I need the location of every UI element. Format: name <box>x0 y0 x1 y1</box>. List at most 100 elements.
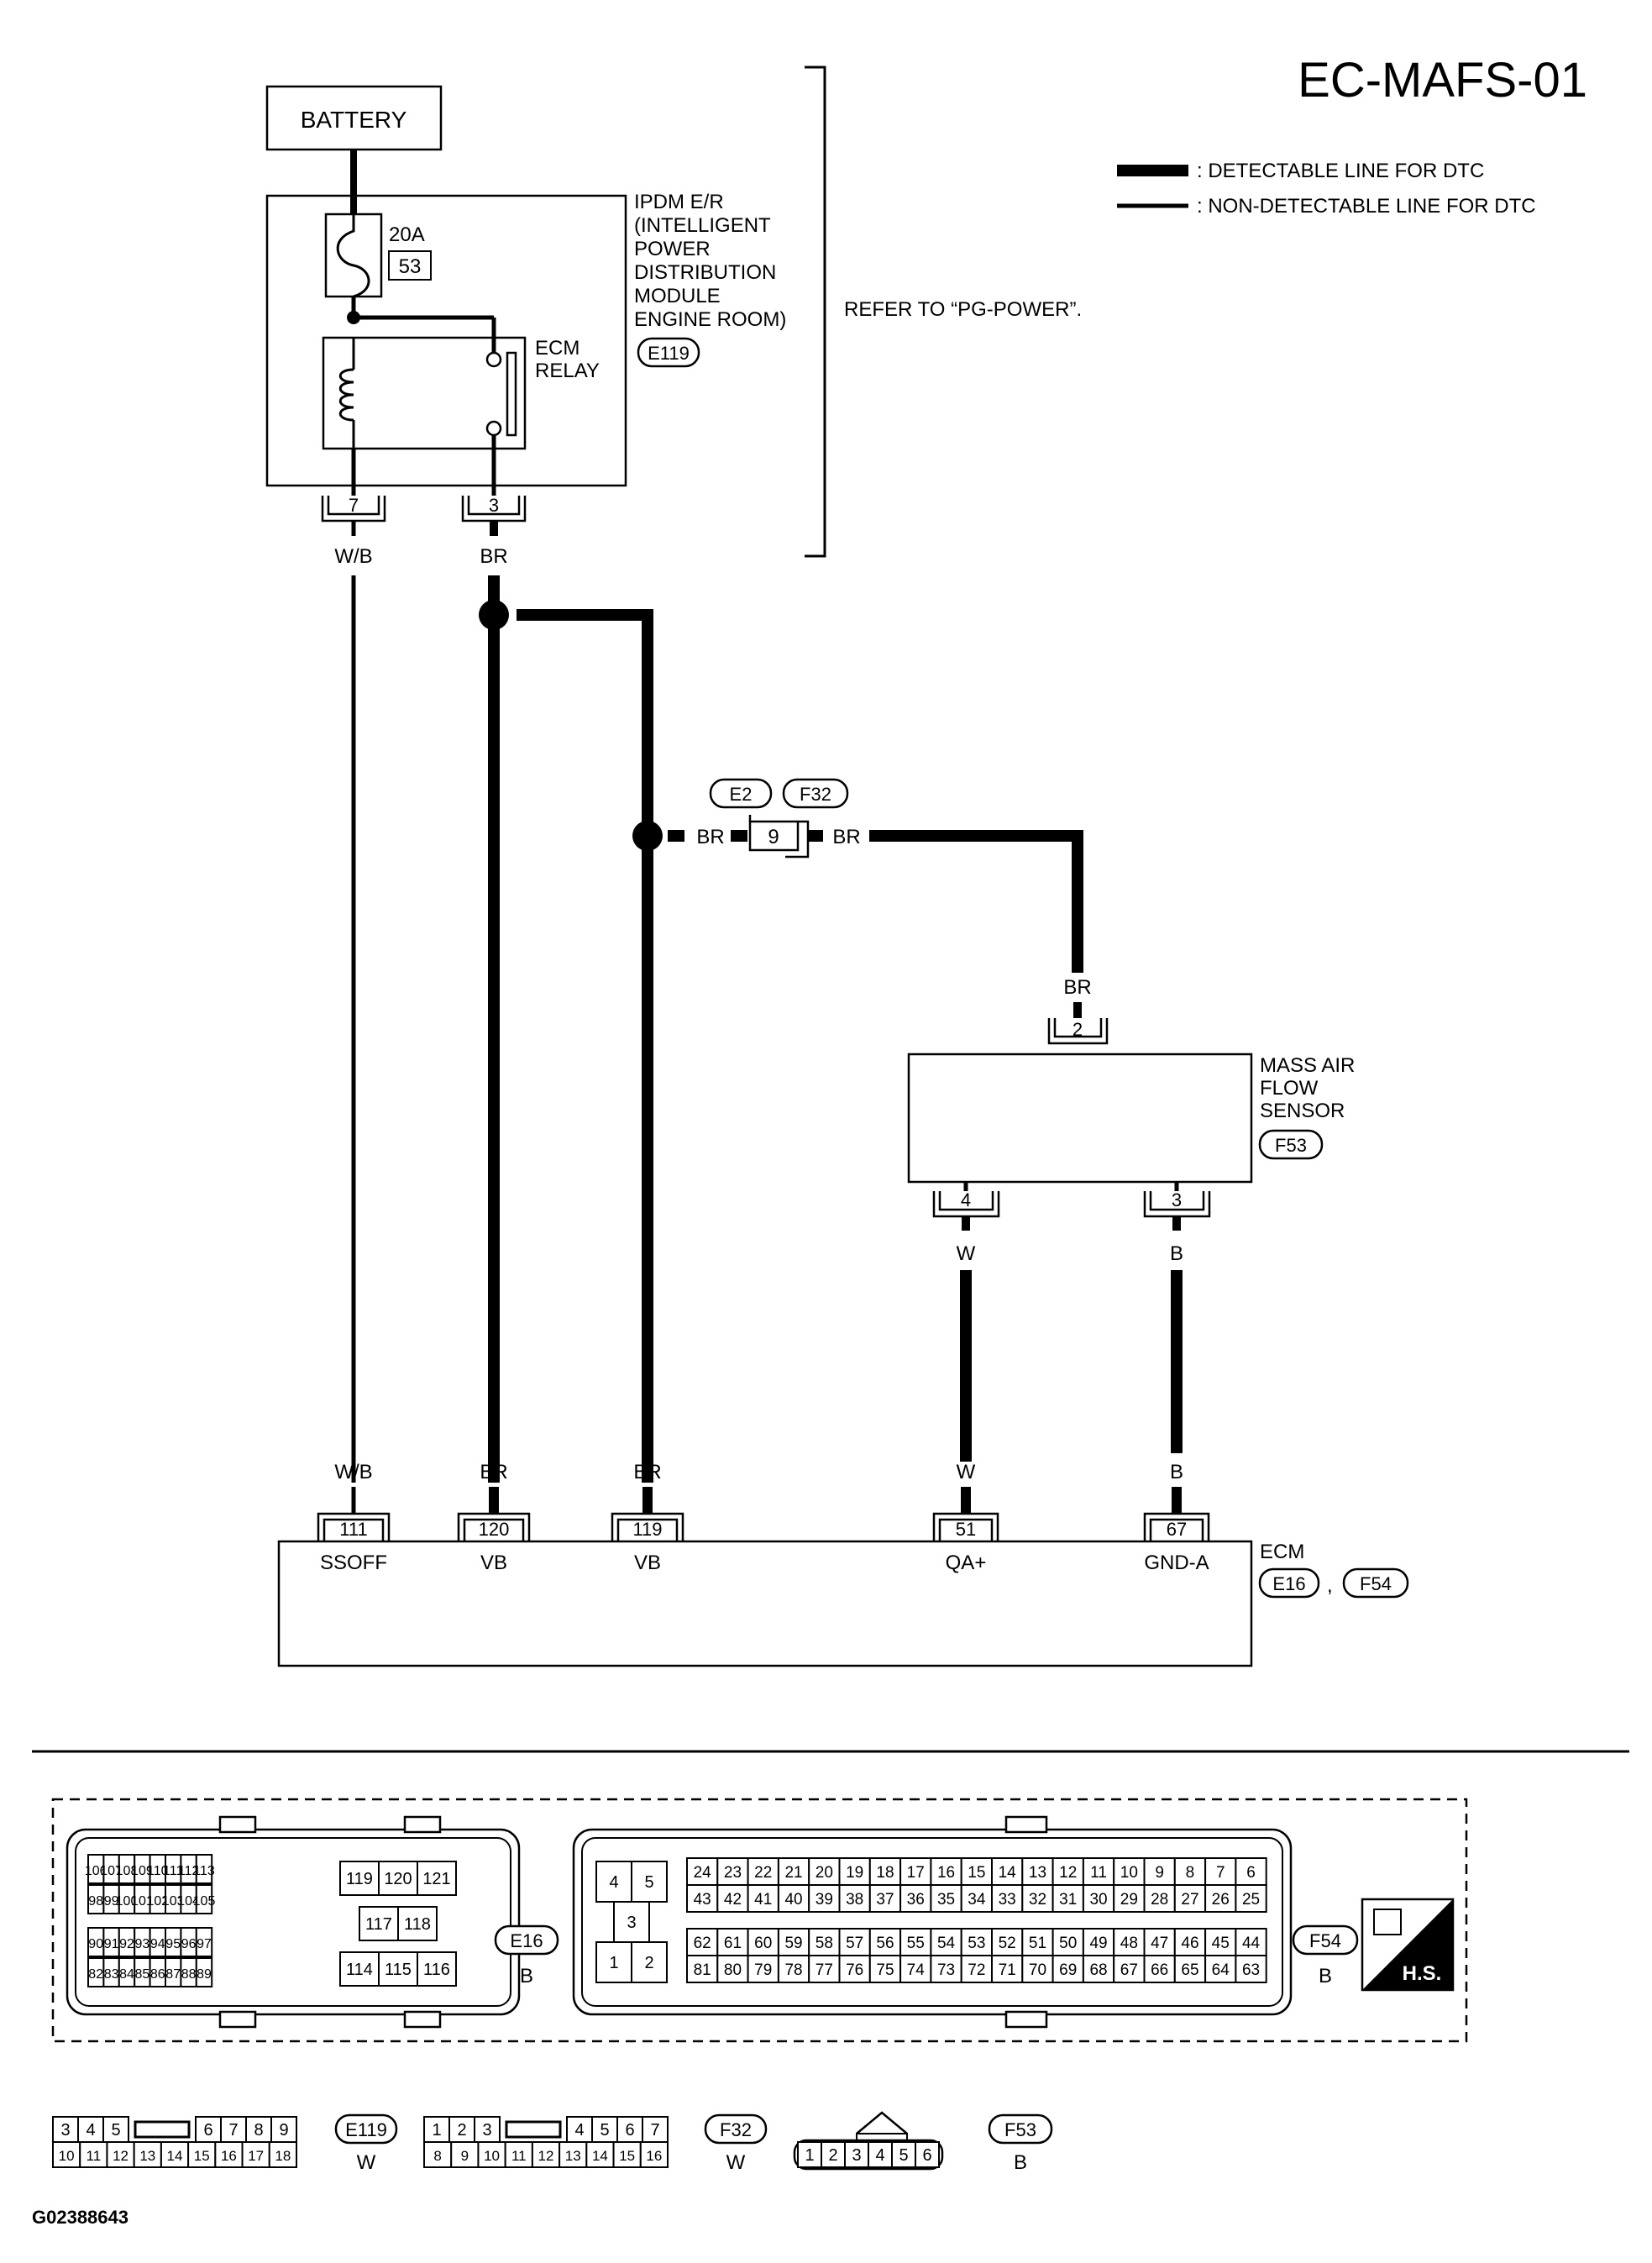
f54-pin-77-cell <box>808 1955 841 1983</box>
f54-pin-68: 68 <box>1089 1961 1107 1979</box>
e16-latch-bottom-left <box>218 2010 257 2029</box>
f54-pin-77: 77 <box>816 1961 833 1979</box>
diagram-title: EC-MAFS-01 <box>1298 53 1587 108</box>
mass-air-flow-sensor: 2 MASS AIR FLOW SENSOR F53 4 3 <box>907 1018 1355 1218</box>
f54-pin-36-cell <box>899 1884 932 1913</box>
f54-pin-72: 72 <box>968 1961 985 1979</box>
battery: BATTERY <box>265 85 443 151</box>
f54-pin-73: 73 <box>937 1961 955 1979</box>
f54-pin-18-cell <box>868 1857 902 1886</box>
e119-color: W <box>357 2151 376 2174</box>
e16-pin-82: 82 <box>88 1967 103 1982</box>
f54-pin-53: 53 <box>968 1935 985 1952</box>
f32-id-badge <box>704 2113 768 2145</box>
e119-face-pin-6: 6 <box>203 2121 212 2140</box>
f53-pin-5: 5 <box>899 2146 908 2165</box>
f54-pin-20: 20 <box>816 1864 833 1882</box>
f54-pin-55: 55 <box>907 1935 925 1952</box>
f54-pin-6: 6 <box>1246 1864 1256 1882</box>
f32-face-pin-9: 9 <box>461 2148 469 2164</box>
f54-pin-14-cell <box>991 1857 1024 1886</box>
f32-face-pin-10: 10 <box>484 2148 500 2164</box>
e16-color: B <box>520 1965 533 1987</box>
e119-face-pin-3-cell <box>52 2116 79 2143</box>
ecm-relay-box <box>322 336 527 450</box>
f54-pin-5: 5 <box>644 1873 653 1892</box>
f54-pin-20-cell <box>808 1857 841 1886</box>
f54-pin-25-cell <box>1235 1884 1267 1913</box>
figure-code: G02388643 <box>32 2207 128 2228</box>
e16-pin-89: 89 <box>197 1967 212 1982</box>
legend: : DETECTABLE LINE FOR DTC : NON-DETECTAB… <box>1117 160 1536 218</box>
f54-pin-75: 75 <box>876 1961 894 1979</box>
f54-pin-7: 7 <box>1216 1864 1225 1882</box>
f54-pin-26: 26 <box>1212 1891 1230 1909</box>
e119-face-pin-11: 11 <box>87 2148 102 2164</box>
f54-pin-59-cell <box>777 1928 810 1956</box>
f54-pin-33: 33 <box>999 1891 1016 1909</box>
e16-pin-117: 117 <box>365 1915 392 1934</box>
f54-pin-10: 10 <box>1120 1864 1138 1882</box>
f54-pin-72-cell <box>960 1955 993 1983</box>
f54-pin-15: 15 <box>968 1864 985 1882</box>
f54-pin-59: 59 <box>784 1935 802 1952</box>
f54-id: F54 <box>1309 1930 1341 1951</box>
f54-pin-42-cell <box>716 1884 749 1913</box>
f32-face-pin-7-cell <box>642 2116 669 2143</box>
e16-pin-93: 93 <box>135 1937 150 1951</box>
e16-pin-121: 121 <box>422 1870 450 1888</box>
maf-label-2: FLOW <box>1260 1077 1319 1100</box>
f54-pin-67: 67 <box>1120 1961 1138 1979</box>
e16-pin-121-cell <box>417 1861 457 1896</box>
ecm-relay-label-1: ECM <box>535 337 580 360</box>
battery-box <box>265 85 443 151</box>
f53-pin-6-cell <box>915 2141 940 2168</box>
f32-face-pin-12: 12 <box>538 2148 554 2164</box>
f54-pin-24: 24 <box>694 1864 712 1882</box>
connector-e2-id: E2 <box>730 784 753 805</box>
maf-connector-id: F53 <box>1275 1135 1307 1156</box>
maf-connector-badge <box>1258 1129 1324 1160</box>
f54-pin-63: 63 <box>1242 1961 1260 1979</box>
e119-face-pin-14: 14 <box>167 2148 183 2164</box>
splice-br-2 <box>632 821 663 851</box>
f54-pin-39: 39 <box>816 1891 833 1909</box>
f54-pin-61: 61 <box>724 1935 742 1952</box>
f54-pin-26-cell <box>1204 1884 1237 1913</box>
maf-top-pin: 2 <box>1072 1019 1083 1040</box>
e16-pin-118-cell <box>397 1906 438 1941</box>
ipdm-connector-badge <box>637 337 700 368</box>
f53-color: B <box>1014 2151 1027 2174</box>
maf-label-1: MASS AIR <box>1260 1054 1355 1077</box>
ipdm-pin-7-label: 7 <box>349 495 359 516</box>
e16-pin-95: 95 <box>165 1937 181 1951</box>
f32-face-pin-14-cell <box>585 2141 615 2168</box>
ipdm-label-1: IPDM E/R <box>634 191 724 213</box>
f54-pin-34: 34 <box>968 1891 986 1909</box>
f54-pin-12-cell <box>1052 1857 1084 1886</box>
splice-dot <box>347 311 360 324</box>
e16-pin-92: 92 <box>119 1937 134 1951</box>
ecm-pin-67: 67 <box>1167 1519 1187 1540</box>
f54-pin-28: 28 <box>1151 1891 1168 1909</box>
e16-inner <box>75 1837 511 2007</box>
f53-id-badge <box>988 2113 1053 2145</box>
ecm-relay-label-2: RELAY <box>535 360 600 382</box>
connector-icon <box>1373 1909 1402 1935</box>
e119-face-pin-13: 13 <box>139 2148 155 2164</box>
f54-pin-22: 22 <box>754 1864 772 1882</box>
connector-badge-f32 <box>782 778 849 809</box>
f54-pin-66: 66 <box>1151 1961 1168 1979</box>
e16-latch-bottom-right <box>403 2010 442 2029</box>
f54-pin-80-cell <box>716 1955 749 1983</box>
f54-pin-37: 37 <box>876 1891 894 1909</box>
e16-pin-90: 90 <box>88 1937 103 1951</box>
e16-pin-89-cell <box>195 1957 213 1987</box>
e16-pin-115: 115 <box>385 1961 412 1979</box>
f54-pin-37-cell <box>868 1884 902 1913</box>
fuse-number: 53 <box>399 255 422 278</box>
e16-pin-100: 100 <box>116 1894 139 1909</box>
e119-face-pin-13-cell <box>133 2141 162 2168</box>
